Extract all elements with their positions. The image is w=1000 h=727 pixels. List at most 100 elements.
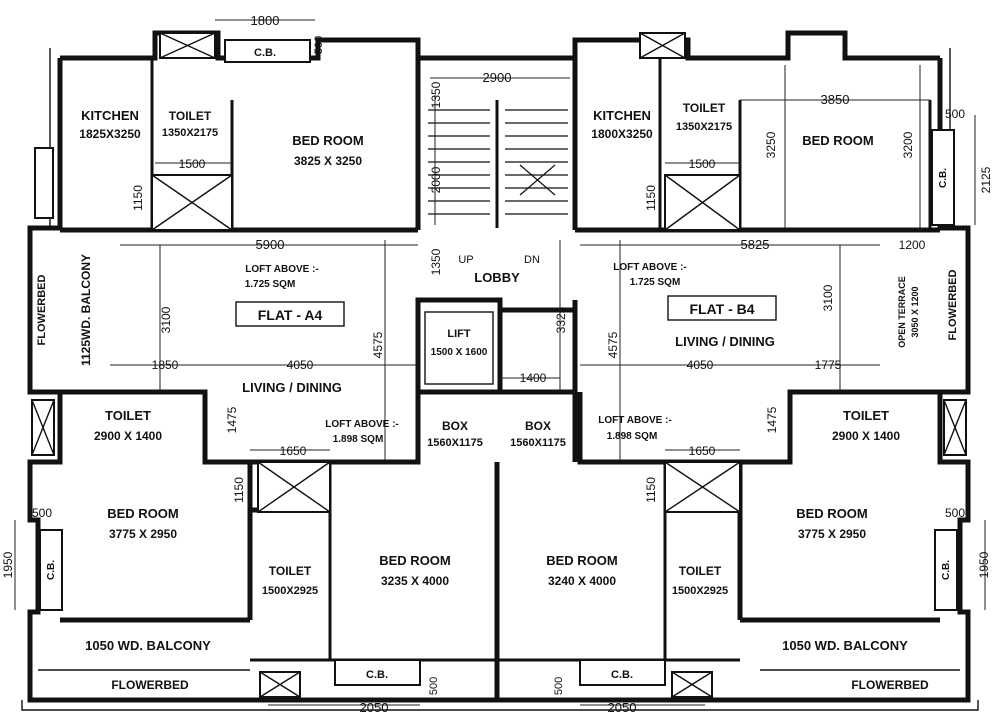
room-name: BED ROOM xyxy=(546,553,618,568)
stair-tread xyxy=(519,164,556,196)
room-name: TOILET xyxy=(843,408,889,423)
vertical-labels: 1125WD. BALCONY FLOWERBED FLOWERBED OPEN… xyxy=(36,254,959,366)
loft-label: LOFT ABOVE :- xyxy=(613,262,687,273)
room-dim: 1825X3250 xyxy=(79,127,141,141)
dim-text: 1150 xyxy=(232,477,246,503)
loft-labels: LOFT ABOVE :- 1.725 SQM LOFT ABOVE :- 1.… xyxy=(245,262,687,445)
room-dim: 3775 X 2950 xyxy=(109,527,177,541)
flowerbed-label: FLOWERBED xyxy=(947,270,959,341)
room-dim: 1500X2925 xyxy=(672,585,728,597)
dim-text: 1350 xyxy=(429,248,443,275)
room-name: TOILET xyxy=(269,564,312,578)
room-name: BED ROOM xyxy=(796,506,868,521)
dimension-texts: 1800 500 2900 1350 3850 500 3250 3200 21… xyxy=(1,13,993,715)
dim-text: 2050 xyxy=(360,700,389,715)
balcony-label: 1050 WD. BALCONY xyxy=(782,638,908,653)
dim-text: 1475 xyxy=(225,406,239,433)
room-dim: 1560X1175 xyxy=(510,437,566,449)
room-name: KITCHEN xyxy=(81,108,139,123)
dim-text: 5825 xyxy=(741,237,770,252)
room-name: KITCHEN xyxy=(593,108,651,123)
loft-area: 1.725 SQM xyxy=(630,277,681,288)
loft-area: 1.898 SQM xyxy=(333,434,384,445)
cb-boxes xyxy=(39,39,958,686)
dim-text: 500 xyxy=(313,36,325,54)
dim-text: 1150 xyxy=(644,185,658,211)
room-name: LIFT xyxy=(447,328,470,340)
flat-label-b4: FLAT - B4 xyxy=(689,301,754,317)
room-name: TOILET xyxy=(679,564,722,578)
dim-text: 3100 xyxy=(159,306,173,333)
cb-label: C.B. xyxy=(941,560,952,580)
dim-text: 1650 xyxy=(280,444,307,458)
dim-text: 3200 xyxy=(901,131,915,158)
flowerbed-label: FLOWERBED xyxy=(111,678,189,692)
dim-text: 1850 xyxy=(152,358,179,372)
room-name: TOILET xyxy=(683,101,726,115)
stair-labels: UP DN xyxy=(458,254,540,266)
dim-text: 1950 xyxy=(977,551,991,578)
loft-area: 1.898 SQM xyxy=(607,431,658,442)
room-labels: KITCHEN 1825X3250 TOILET 1350X2175 BED R… xyxy=(79,101,900,597)
room-name: BED ROOM xyxy=(107,506,179,521)
dim-text: 1150 xyxy=(131,185,145,211)
room-name: BOX xyxy=(442,419,468,433)
flat-labels: FLAT - A4 FLAT - B4 xyxy=(235,295,777,327)
stair-dn-label: DN xyxy=(524,254,540,266)
room-dim: 3240 X 4000 xyxy=(548,574,616,588)
dim-text: 3100 xyxy=(821,284,835,311)
dim-text: 5900 xyxy=(256,237,285,252)
room-name: BOX xyxy=(525,419,551,433)
terrace-dim: 3050 X 1200 xyxy=(910,286,920,337)
room-name: TOILET xyxy=(105,408,151,423)
room-dim: 3775 X 2950 xyxy=(798,527,866,541)
flowerbed-label: FLOWERBED xyxy=(36,275,48,346)
room-dim: 3825 X 3250 xyxy=(294,154,362,168)
dim-text: 3850 xyxy=(821,92,850,107)
room-dim: 3235 X 4000 xyxy=(381,574,449,588)
room-dim: 1350X2175 xyxy=(162,127,218,139)
dim-text: 4050 xyxy=(687,358,714,372)
room-name: LIVING / DINING xyxy=(675,334,775,349)
loft-label: LOFT ABOVE :- xyxy=(325,419,399,430)
dim-text: 500 xyxy=(553,677,565,695)
cb-label: C.B. xyxy=(611,669,633,681)
terrace-label: OPEN TERRACE xyxy=(897,276,907,348)
dim-text: 1950 xyxy=(1,551,15,578)
dim-text: 1475 xyxy=(765,406,779,433)
dim-text: 500 xyxy=(945,107,965,121)
room-dim: 1560X1175 xyxy=(427,437,483,449)
room-name: LOBBY xyxy=(474,270,520,285)
cb-label: C.B. xyxy=(46,560,57,580)
dim-text: 500 xyxy=(32,506,52,520)
dim-text: 1800 xyxy=(251,13,280,28)
loft-label: LOFT ABOVE :- xyxy=(245,264,319,275)
dim-text: 1150 xyxy=(644,477,658,503)
cb-label: C.B. xyxy=(366,669,388,681)
room-dim: 1500 X 1600 xyxy=(431,347,488,358)
interior-walls xyxy=(38,55,960,700)
dim-text: 1400 xyxy=(520,371,547,385)
room-name: BED ROOM xyxy=(379,553,451,568)
cb-label: C.B. xyxy=(938,168,949,188)
room-name: BED ROOM xyxy=(292,133,364,148)
room-dim: 1800X3250 xyxy=(591,127,653,141)
loft-label: LOFT ABOVE :- xyxy=(598,415,672,426)
dim-text: 2000 xyxy=(429,166,443,193)
dim-text: 1500 xyxy=(179,157,206,171)
dim-text: 4050 xyxy=(287,358,314,372)
room-dim: 2900 X 1400 xyxy=(832,429,900,443)
bottom-labels: 1050 WD. BALCONY 1050 WD. BALCONY FLOWER… xyxy=(85,638,929,692)
dim-text: 3325 xyxy=(554,306,568,333)
outer-walls xyxy=(21,30,979,711)
room-name: TOILET xyxy=(169,109,212,123)
room-name: LIVING / DINING xyxy=(242,380,342,395)
dim-text: 1350 xyxy=(429,81,443,108)
dim-text: 1500 xyxy=(689,157,716,171)
cb-label: C.B. xyxy=(254,47,276,59)
dim-text: 1650 xyxy=(689,444,716,458)
room-name: BED ROOM xyxy=(802,133,874,148)
dim-text: 3250 xyxy=(764,131,778,158)
dim-text: 2125 xyxy=(979,166,993,193)
